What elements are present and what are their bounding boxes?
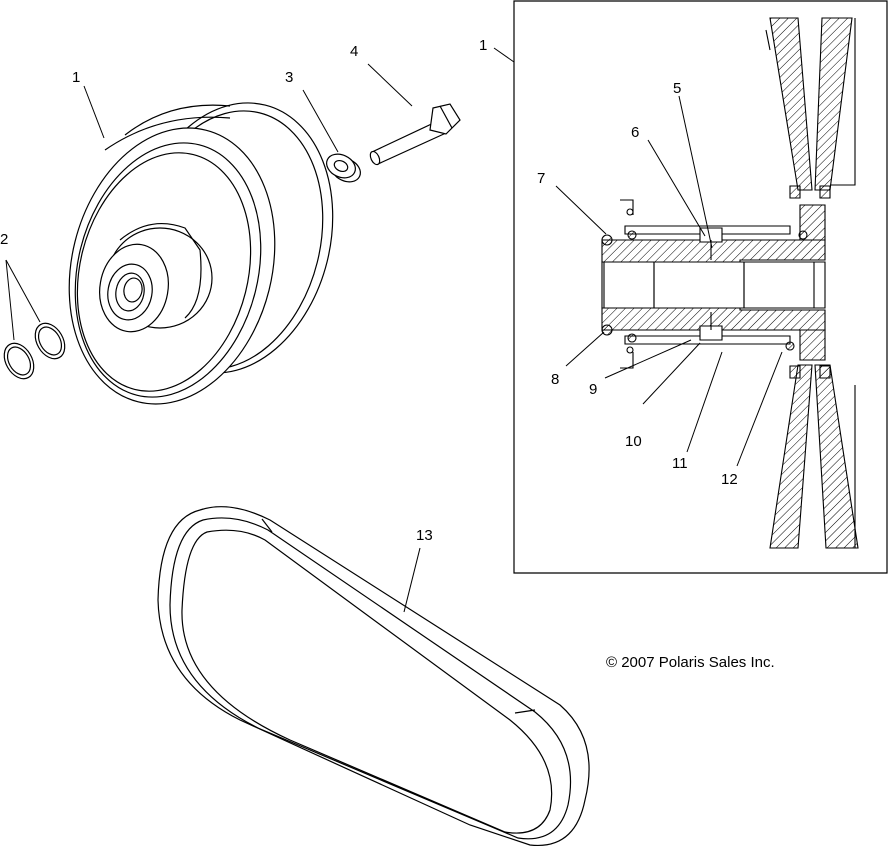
washer xyxy=(323,150,364,187)
callout-12: 12 xyxy=(721,471,738,488)
drive-belt xyxy=(158,507,589,846)
callout-2-o-rings: 2 xyxy=(0,231,9,248)
driven-clutch-assembly xyxy=(41,81,360,426)
callout-11: 11 xyxy=(672,455,688,472)
callout-3-washer: 3 xyxy=(285,69,294,86)
callout-1-driven-clutch: 1 xyxy=(72,69,81,86)
callout-5: 5 xyxy=(673,80,682,97)
cross-section-detail xyxy=(602,18,858,548)
callout-4-bolt: 4 xyxy=(350,43,359,60)
callout-9: 9 xyxy=(589,381,598,398)
callout-10: 10 xyxy=(625,433,642,450)
callout-7: 7 xyxy=(537,170,546,187)
callout-8: 8 xyxy=(551,371,560,388)
callout-6: 6 xyxy=(631,124,640,141)
callout-13-drive-belt: 13 xyxy=(416,527,433,544)
leader-lines xyxy=(6,48,782,612)
bolt xyxy=(368,104,460,166)
copyright-notice: © 2007 Polaris Sales Inc. xyxy=(606,654,775,671)
detail-inset-frame xyxy=(514,1,887,573)
callout-1-inset: 1 xyxy=(479,37,488,54)
o-rings xyxy=(0,318,71,384)
